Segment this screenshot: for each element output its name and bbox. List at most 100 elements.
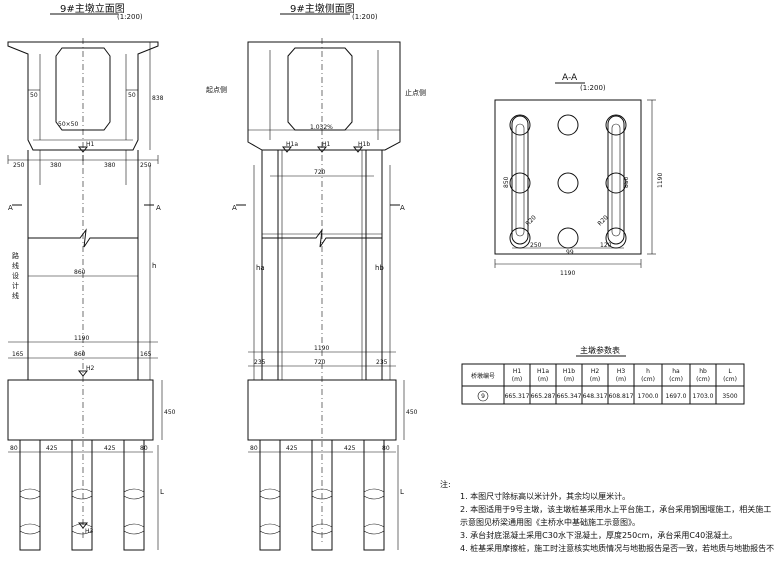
side-h1-marker bbox=[316, 146, 328, 153]
param-table-header: H3 bbox=[617, 368, 626, 375]
side-h1: H1 bbox=[322, 141, 331, 148]
param-table-cell: 1700.0 bbox=[638, 393, 659, 400]
section-dim-1190w: 1190 bbox=[560, 270, 575, 277]
front-dim-250a: 250 bbox=[13, 162, 25, 169]
param-table-header: ha bbox=[672, 368, 680, 375]
front-dim-425a: 425 bbox=[46, 445, 58, 452]
side-dim-ha: ha bbox=[256, 264, 265, 272]
side-a-right: A bbox=[400, 204, 405, 212]
side-pile-1 bbox=[259, 439, 281, 551]
param-table-cell: 608.817 bbox=[609, 393, 634, 400]
section-pile bbox=[605, 114, 627, 136]
front-a-left: A bbox=[8, 204, 13, 212]
front-vtext-1: 路 bbox=[12, 251, 19, 260]
front-a-right: A bbox=[156, 204, 161, 212]
front-h3-marker bbox=[77, 522, 89, 529]
side-dim-235a: 235 bbox=[254, 359, 266, 366]
front-dim-165b: 165 bbox=[140, 351, 152, 358]
side-break-line bbox=[262, 228, 382, 248]
param-table-cell: 1703.0 bbox=[693, 393, 714, 400]
front-pile-2 bbox=[71, 439, 93, 551]
param-table-header: (cm) bbox=[723, 376, 737, 383]
section-pile bbox=[509, 172, 531, 194]
param-table-cell: 648.317 bbox=[583, 393, 608, 400]
section-pile bbox=[509, 227, 531, 249]
section-dim-250: 250 bbox=[530, 242, 542, 249]
front-pile-1 bbox=[19, 439, 41, 551]
front-pile-3 bbox=[123, 439, 145, 551]
param-table-cell: 665.287 bbox=[531, 393, 556, 400]
side-dim-1190: 1190 bbox=[314, 345, 329, 352]
front-cap-chamber bbox=[55, 47, 111, 131]
section-aa: A-A (1:200) 850 850 R20 R20 250 99 120 1… bbox=[494, 73, 664, 277]
front-dim-450: 450 bbox=[164, 409, 176, 416]
section-column-left-inner bbox=[515, 123, 525, 237]
note-item: 3. 承台封底混凝土采用C30水下混凝土，厚度250cm，承台采用C40混凝土。 bbox=[460, 531, 738, 540]
section-column-right-inner bbox=[611, 123, 621, 237]
front-dim-50x50: 50×50 bbox=[58, 121, 78, 128]
param-table-header: (cm) bbox=[696, 376, 710, 383]
front-vtext-2: 线 bbox=[12, 261, 19, 270]
side-h1a: H1a bbox=[286, 141, 298, 148]
front-scale: (1:200) bbox=[117, 13, 143, 21]
section-pile bbox=[557, 172, 579, 194]
side-dim-hb: hb bbox=[375, 264, 384, 272]
section-dim-850b: 850 bbox=[623, 176, 630, 188]
front-dim-80a: 80 bbox=[10, 445, 18, 452]
front-break-line bbox=[28, 228, 138, 248]
side-dim-80b: 80 bbox=[382, 445, 390, 452]
side-dim-80a: 80 bbox=[250, 445, 258, 452]
param-table-cell: 665.317 bbox=[505, 393, 530, 400]
side-end: 止点侧 bbox=[405, 88, 426, 97]
side-a-left: A bbox=[232, 204, 237, 212]
section-column-left-outer bbox=[511, 115, 529, 245]
section-dim-120: 120 bbox=[600, 242, 612, 249]
param-table-header: h bbox=[646, 368, 650, 375]
note-item: 示意图见桥梁通用图《主桥水中基础施工示意图》。 bbox=[460, 518, 640, 527]
param-table-header: (cm) bbox=[641, 376, 655, 383]
param-table-frame bbox=[461, 363, 745, 405]
side-dim-720a: 720 bbox=[314, 169, 326, 176]
param-table-cell: 3500 bbox=[722, 393, 737, 400]
section-dim-99: 99 bbox=[566, 249, 574, 256]
side-title: 9#主墩侧面图 bbox=[290, 2, 355, 15]
param-table-header: (m) bbox=[564, 376, 575, 383]
side-scale: (1:200) bbox=[352, 13, 378, 21]
section-pile bbox=[557, 114, 579, 136]
side-h1a-marker bbox=[281, 146, 293, 153]
front-vtext-4: 计 bbox=[12, 281, 19, 290]
side-pile-2 bbox=[311, 439, 333, 551]
param-table-header: (m) bbox=[590, 376, 601, 383]
param-table-cell: 9 bbox=[481, 393, 485, 400]
front-dim-L: L bbox=[160, 488, 164, 496]
pier-number-circle bbox=[477, 390, 489, 402]
side-dim-450: 450 bbox=[406, 409, 418, 416]
front-h2: H2 bbox=[86, 365, 95, 372]
param-table-header: hb bbox=[699, 368, 707, 375]
side-dim-425b: 425 bbox=[344, 445, 356, 452]
side-dim-425a: 425 bbox=[286, 445, 298, 452]
side-dim-L: L bbox=[400, 488, 404, 496]
front-elevation: 9#主墩立面图 (1:200) 50 50 50×50 838 H1 250 3… bbox=[7, 2, 176, 551]
front-dim-250b: 250 bbox=[140, 162, 152, 169]
front-dim-50a: 50 bbox=[30, 92, 38, 99]
param-table-header: (cm) bbox=[669, 376, 683, 383]
front-h2-marker bbox=[77, 370, 89, 377]
front-pile-cap bbox=[7, 379, 154, 441]
section-scale: (1:200) bbox=[580, 84, 606, 92]
param-table-header: (m) bbox=[538, 376, 549, 383]
front-h1-marker bbox=[77, 146, 89, 153]
section-dim-1190h: 1190 bbox=[657, 173, 664, 188]
param-table-columns: 桥墩编号9H1(m)665.317H1a(m)665.287H1b(m)665.… bbox=[471, 364, 738, 404]
front-dim-860b: 860 bbox=[74, 351, 86, 358]
front-dim-1190: 1190 bbox=[74, 335, 89, 342]
front-vtext-5: 线 bbox=[12, 291, 19, 300]
notes-list: 1. 本图尺寸除标高以米计外，其余均以厘米计。 2. 本图适用于9号主墩，该主墩… bbox=[460, 490, 774, 555]
param-table-header: 桥墩编号 bbox=[471, 372, 495, 380]
front-cap-outline bbox=[7, 41, 159, 151]
section-outline bbox=[494, 99, 642, 255]
param-table-header: (m) bbox=[512, 376, 523, 383]
note-item: 2. 本图适用于9号主墩，该主墩桩基采用水上平台施工，承台采用钢围堰施工，相关施… bbox=[460, 505, 772, 514]
side-cap-outline bbox=[247, 41, 401, 151]
